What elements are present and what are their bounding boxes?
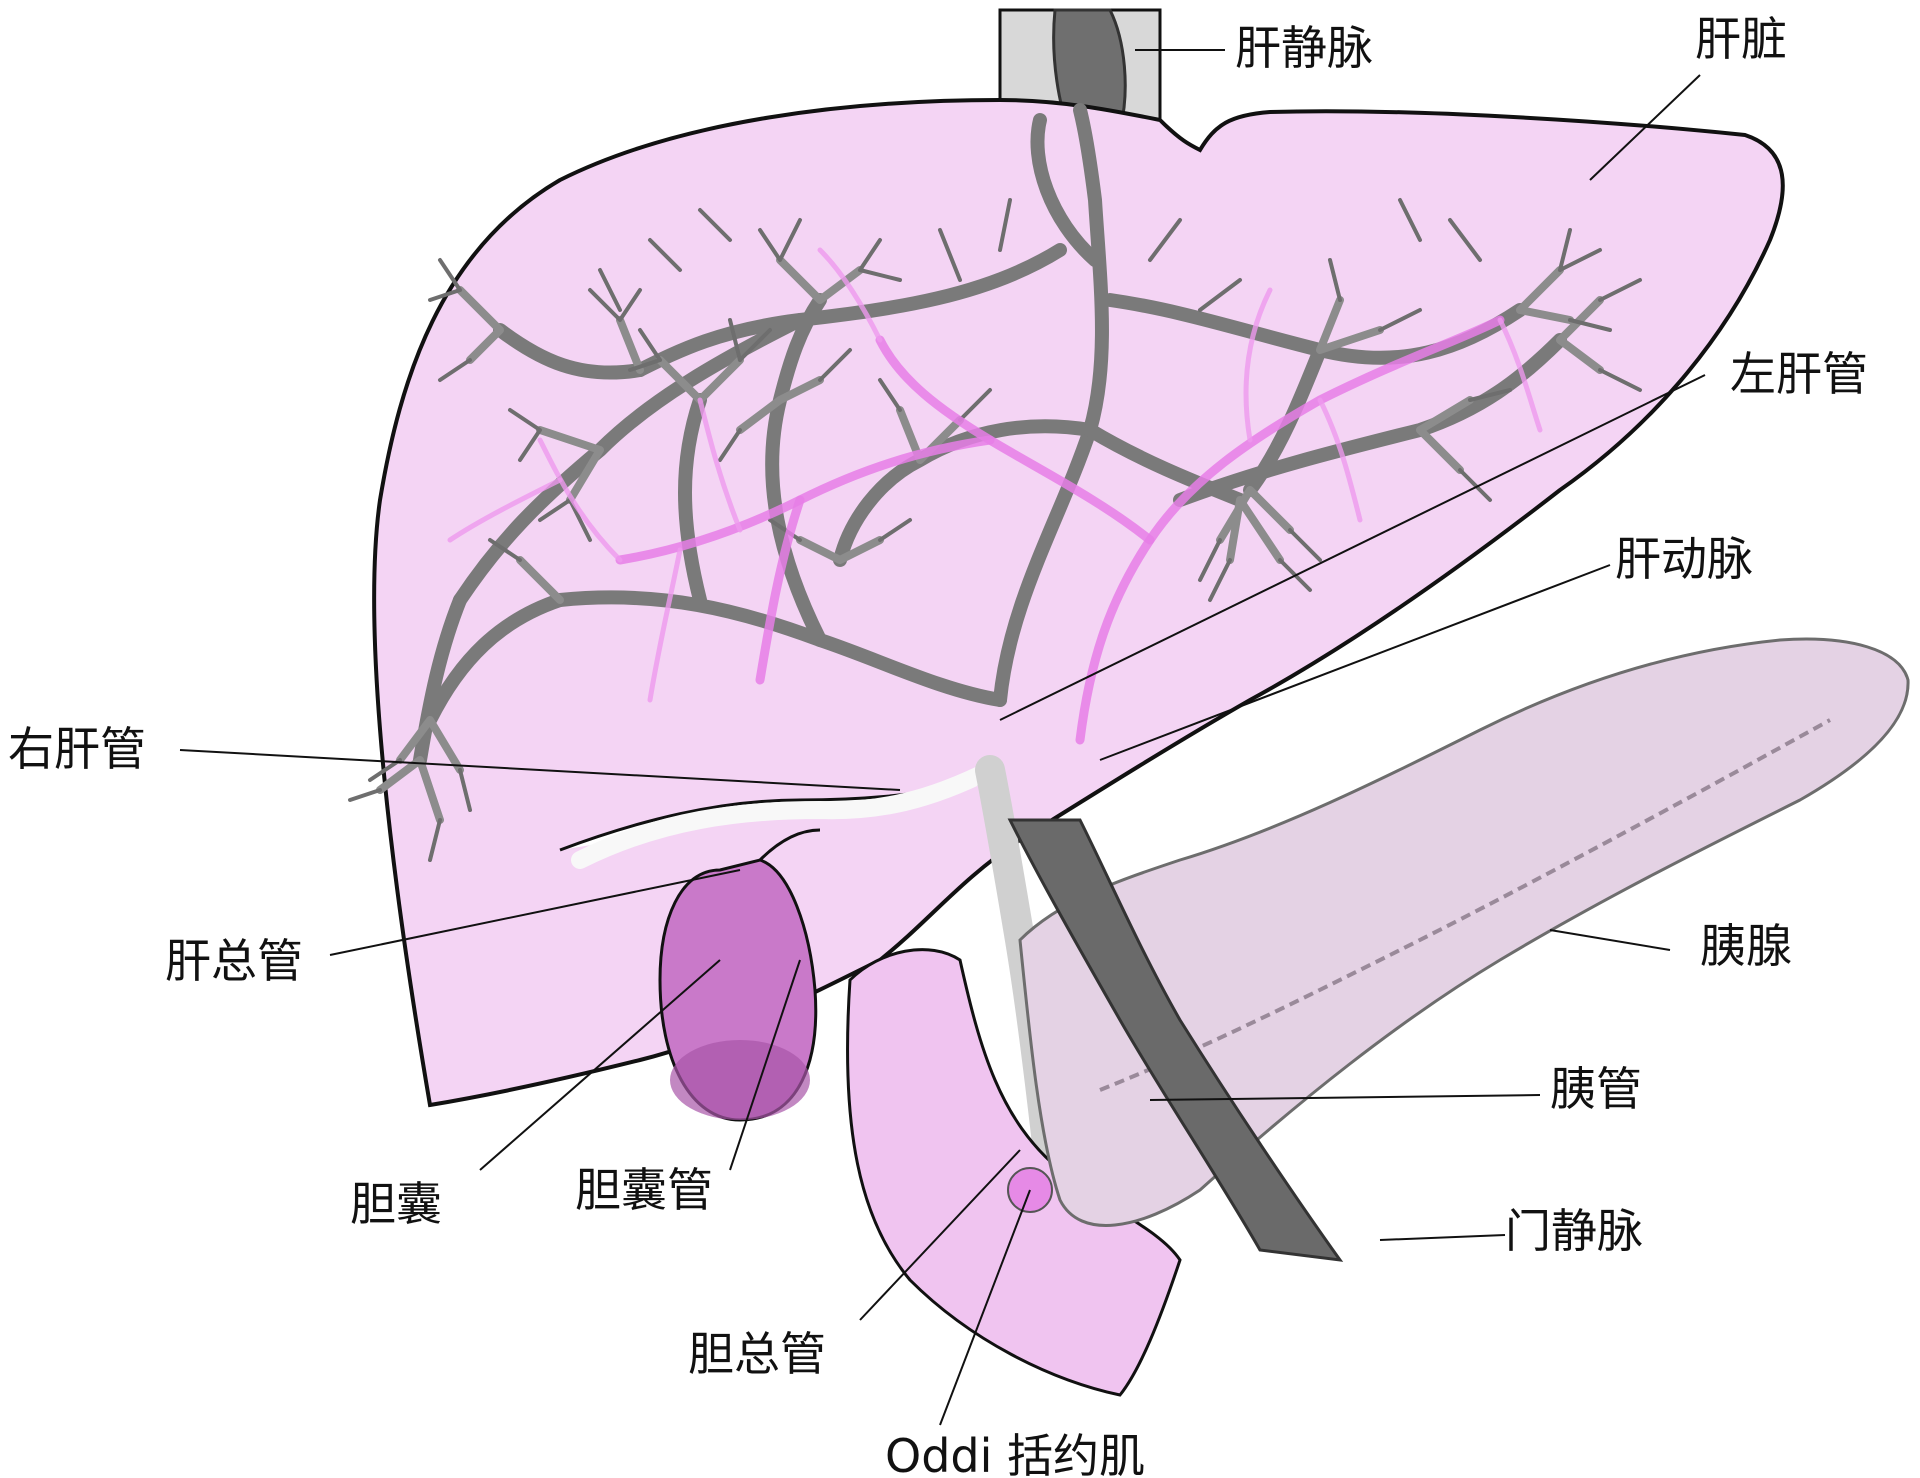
- label-cystic-duct: 胆囊管: [575, 1163, 713, 1217]
- label-pancreatic-duct: 胰管: [1550, 1062, 1642, 1116]
- label-pancreas: 胰腺: [1700, 919, 1792, 973]
- duodenum-shape: [846, 948, 1182, 1397]
- label-common-bile-duct: 胆总管: [688, 1327, 826, 1381]
- hepatic-artery-branches: [447, 247, 1543, 745]
- label-gallbladder: 胆囊: [350, 1177, 442, 1231]
- label-hepatic-artery: 肝动脉: [1615, 532, 1753, 586]
- gallbladder-illustration: [658, 828, 821, 1122]
- portal-vein-illustration: [1007, 818, 1344, 1262]
- label-liver: 肝脏: [1695, 12, 1787, 66]
- label-left-hepatic-duct: 左肝管: [1730, 347, 1868, 401]
- bile-duct-tree: [348, 103, 1642, 862]
- pancreas-shape: [1018, 637, 1910, 1227]
- leader-lines: [179, 49, 1706, 1426]
- label-common-hepatic-duct: 肝总管: [165, 934, 303, 988]
- label-portal-vein: 门静脉: [1505, 1204, 1643, 1258]
- label-sphincter-of-oddi: Oddi 括约肌: [885, 1429, 1145, 1478]
- label-hepatic-vein: 肝静脉: [1235, 21, 1373, 75]
- pancreatic-duct-line: [1099, 718, 1831, 1092]
- label-right-hepatic-duct: 右肝管: [8, 722, 146, 776]
